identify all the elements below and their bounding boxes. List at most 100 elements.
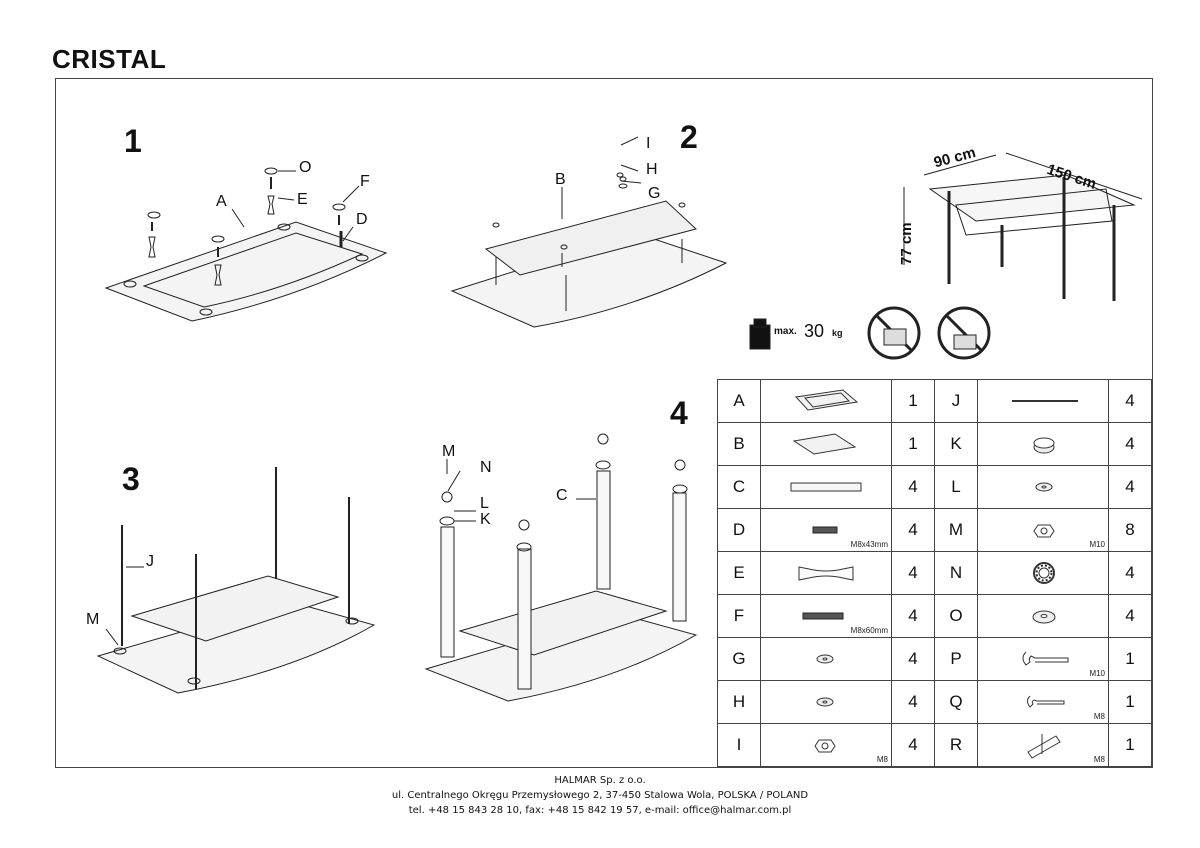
company-footer: HALMAR Sp. z o.o. ul. Centralnego Okręgu… (0, 773, 1200, 818)
callout-label: J (146, 553, 154, 570)
step-number-2: 2 (680, 119, 698, 155)
cap-icon (1033, 437, 1055, 454)
part-letter: D (717, 508, 761, 552)
bolt-icon (812, 526, 838, 534)
part-quantity: 8 (1108, 508, 1152, 552)
part-icon-cell (760, 422, 892, 466)
part-quantity: 4 (1108, 551, 1152, 595)
part-quantity: 4 (1108, 465, 1152, 509)
footer-contact: tel. +48 15 843 28 10, fax: +48 15 842 1… (408, 805, 792, 816)
part-letter: N (934, 551, 978, 595)
callout-label: I (646, 135, 651, 152)
part-quantity: 1 (891, 379, 935, 423)
part-letter: C (717, 465, 761, 509)
callout-label: C (556, 487, 568, 504)
part-spec: M10 (1089, 669, 1105, 678)
part-quantity: 1 (891, 422, 935, 466)
part-icon-cell: M8 (977, 723, 1109, 767)
part-icon-cell (977, 465, 1109, 509)
glass-frame-icon (794, 389, 859, 411)
wrench-icon (1022, 651, 1069, 666)
washer-icon (816, 654, 834, 664)
part-icon-cell: M8x60mm (760, 594, 892, 638)
callout-label: K (480, 511, 491, 528)
part-spec: M8x43mm (850, 540, 888, 549)
callout-label: O (299, 159, 312, 176)
callout-label: B (555, 171, 566, 188)
part-icon-cell (977, 422, 1109, 466)
part-letter: P (934, 637, 978, 681)
threaded-rod-icon (1012, 400, 1078, 402)
instruction-frame: 1 2 3 4 O E F A D I H G B J M M N L K C … (55, 78, 1153, 768)
callout-label: G (648, 185, 661, 202)
parts-list-table: A 1 J 4 B 1 K (717, 379, 1152, 767)
part-letter: E (717, 551, 761, 595)
pad-icon (1032, 610, 1056, 624)
table-row: I M8 4 R M8 1 (717, 723, 1152, 767)
part-letter: F (717, 594, 761, 638)
part-quantity: 4 (891, 637, 935, 681)
part-quantity: 1 (1108, 680, 1152, 724)
part-quantity: 4 (891, 551, 935, 595)
glass-shelf-icon (792, 433, 857, 455)
part-letter: M (934, 508, 978, 552)
part-letter: H (717, 680, 761, 724)
dimension-height: 77 cm (898, 222, 915, 265)
nut-icon (1033, 524, 1055, 538)
callout-label: L (480, 495, 489, 512)
step-4-illustration (424, 433, 698, 702)
part-quantity: 4 (891, 680, 935, 724)
part-quantity: 4 (891, 508, 935, 552)
step-1-illustration (104, 167, 388, 322)
load-warning-graphics (749, 306, 991, 360)
washer-icon (1035, 482, 1053, 492)
callout-label: F (360, 173, 370, 190)
part-quantity: 4 (891, 723, 935, 767)
part-icon-cell (977, 379, 1109, 423)
part-spec: M8x60mm (850, 626, 888, 635)
part-letter: J (934, 379, 978, 423)
load-unit: kg (832, 328, 843, 338)
washer-icon (816, 697, 834, 707)
part-letter: G (717, 637, 761, 681)
callout-label: D (356, 211, 368, 228)
table-row: H 4 Q M8 1 (717, 680, 1152, 724)
part-quantity: 1 (1108, 723, 1152, 767)
nut-icon (814, 739, 836, 753)
part-letter: K (934, 422, 978, 466)
part-spec: M8 (876, 755, 888, 764)
part-letter: L (934, 465, 978, 509)
step-number-3: 3 (122, 461, 140, 497)
part-icon-cell (977, 551, 1109, 595)
part-icon-cell (760, 465, 892, 509)
table-row: A 1 J 4 (717, 379, 1152, 423)
part-letter: Q (934, 680, 978, 724)
callout-label: E (297, 191, 308, 208)
step-2-illustration (450, 136, 728, 328)
part-quantity: 4 (891, 594, 935, 638)
callout-label: N (480, 459, 492, 476)
bolt-long-icon (802, 612, 844, 620)
step-number-4: 4 (670, 395, 688, 431)
part-spec: M8 (1093, 755, 1105, 764)
footer-company: HALMAR Sp. z o.o. (554, 775, 646, 786)
socket-wrench-icon (1027, 734, 1061, 759)
table-row: B 1 K 4 (717, 422, 1152, 466)
wrench-small-icon (1027, 695, 1065, 708)
part-spec: M8 (1093, 712, 1105, 721)
bearing-ring-icon (1033, 562, 1055, 584)
part-icon-cell (760, 551, 892, 595)
part-icon-cell: M8 (977, 680, 1109, 724)
part-icon-cell: M8 (760, 723, 892, 767)
part-icon-cell (760, 379, 892, 423)
part-icon-cell (760, 637, 892, 681)
part-letter: I (717, 723, 761, 767)
callout-label: A (216, 193, 227, 210)
table-row: F M8x60mm 4 O 4 (717, 594, 1152, 638)
document-title: CRISTAL (52, 44, 167, 74)
part-quantity: 1 (1108, 637, 1152, 681)
step-3-illustration (96, 467, 376, 694)
spacer-icon (798, 566, 854, 581)
footer-address: ul. Centralnego Okręgu Przemysłowego 2, … (391, 790, 809, 801)
step-number-1: 1 (124, 123, 142, 159)
